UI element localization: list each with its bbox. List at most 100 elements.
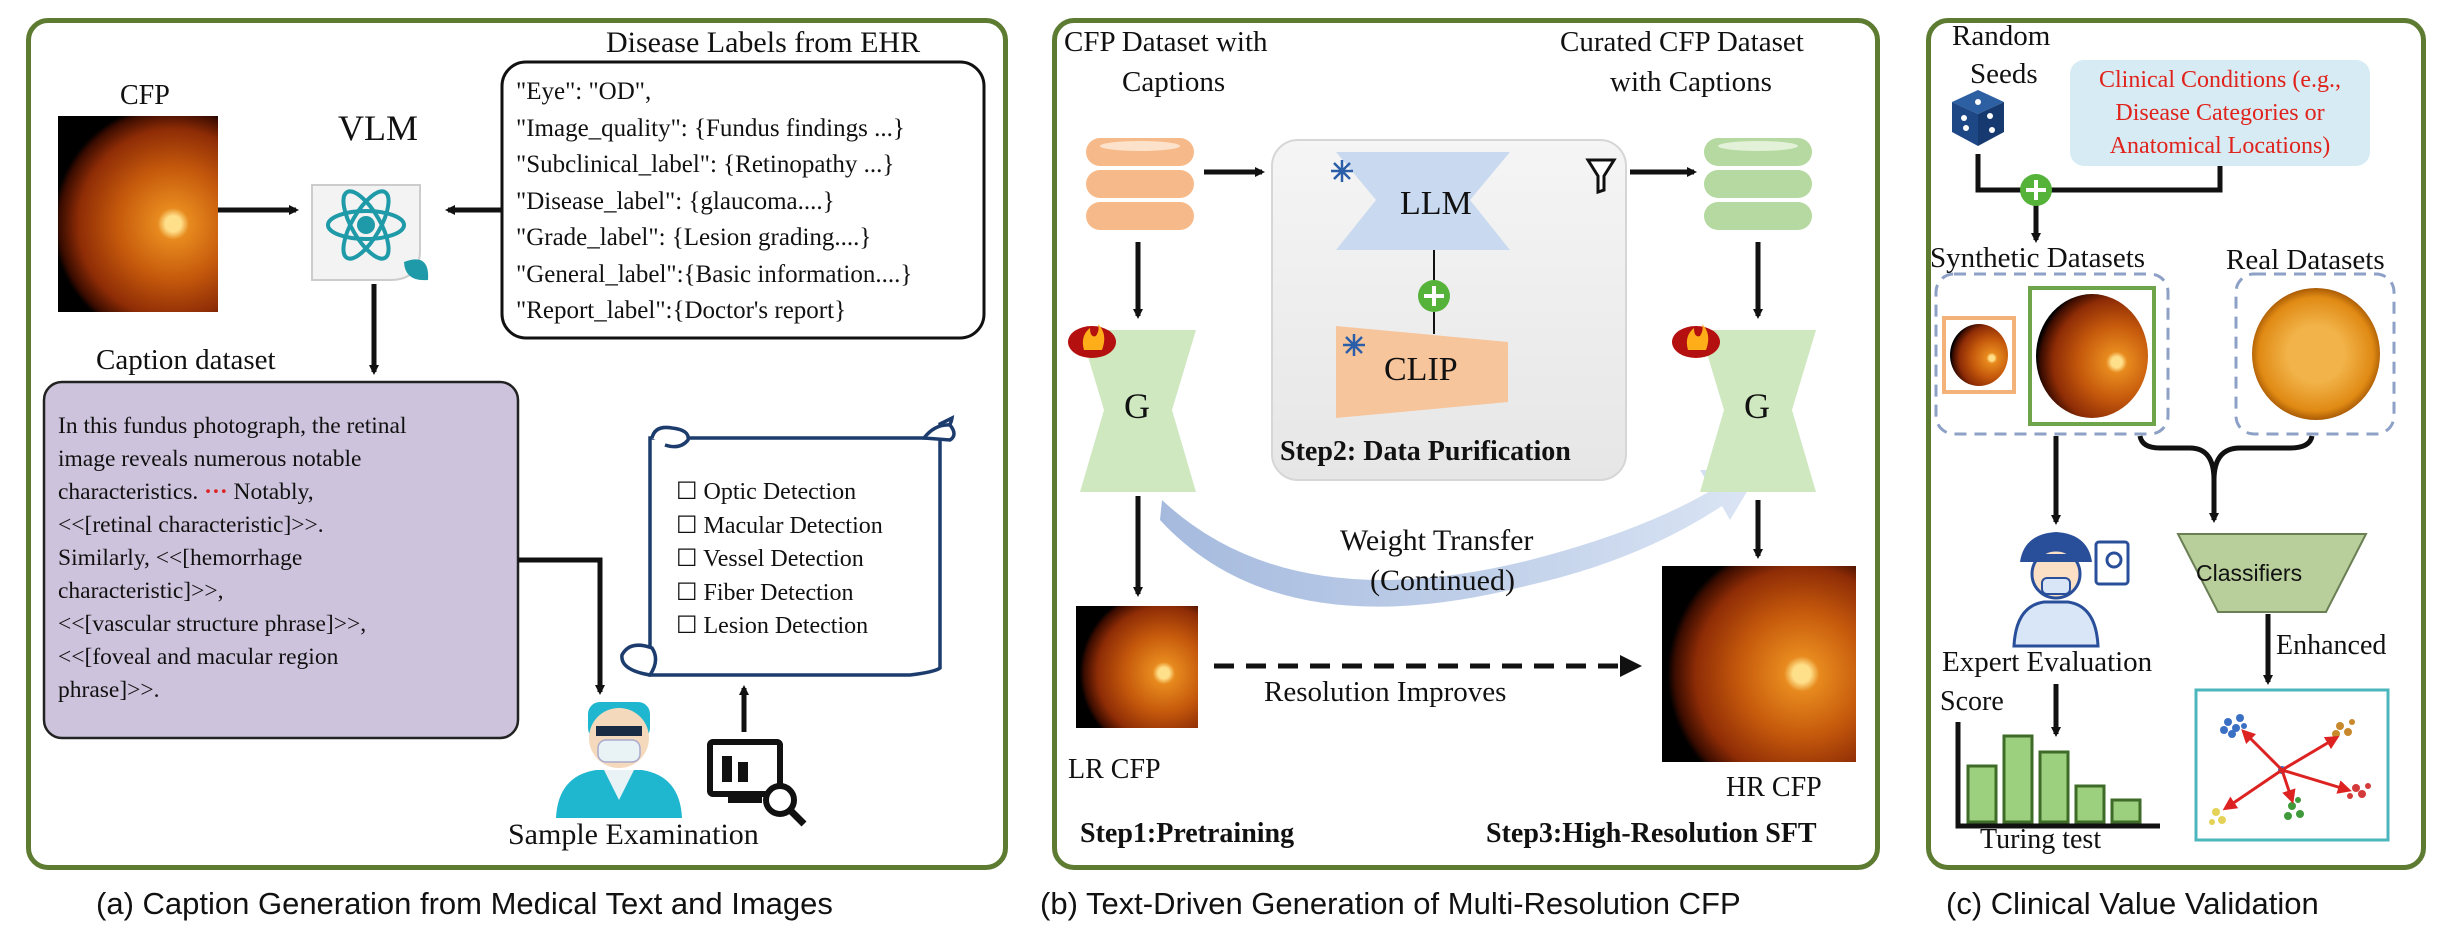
checklist-item: ☐ Vessel Detection [676, 546, 864, 572]
funnel-icon [1585, 158, 1617, 195]
ehr-box [500, 60, 986, 340]
random-seeds-line1: Random [1952, 20, 2051, 52]
ehr-line: "Disease_label": {glaucoma....} [516, 187, 835, 215]
checklist: ☐ Optic Detection ☐ Macular Detection ☐ … [676, 476, 883, 644]
conditions-line: Anatomical Locations) [2109, 133, 2331, 159]
resolution-label: Resolution Improves [1264, 676, 1507, 708]
panel-c-arrows [2051, 435, 2315, 737]
caption-panel-a: (a) Caption Generation from Medical Text… [96, 886, 833, 921]
expert-evaluation-label: Expert Evaluation [1942, 646, 2153, 678]
fire-icon [1672, 324, 1720, 358]
panel-a [26, 18, 1008, 870]
turing-test-label: Turing test [1980, 824, 2102, 855]
doctor-icon [556, 702, 682, 818]
generator-label-left: G [1124, 386, 1150, 426]
fire-icon [1068, 324, 1116, 358]
curated-label-line1: Curated CFP Dataset [1560, 26, 1804, 58]
classifiers-label: Classifiers [2196, 560, 2303, 586]
step1-label: Step1:Pretraining [1080, 818, 1295, 849]
caption-panel-c: (c) Clinical Value Validation [1946, 886, 2319, 921]
generator-g-right [1700, 330, 1816, 492]
lr-cfp-label: LR CFP [1068, 754, 1161, 785]
generator-label-right: G [1744, 386, 1770, 426]
caption-line: characteristics. ··· Notably, [58, 476, 407, 509]
database-icon [1704, 138, 1812, 230]
dataset-label-line2: Captions [1122, 66, 1226, 98]
checklist-item: ☐ Fiber Detection [676, 579, 854, 606]
fundus-image-lr [1076, 606, 1198, 728]
clip-block [1336, 326, 1508, 418]
panel-c [1926, 18, 2426, 870]
step2-label: Step2: Data Purification [1280, 436, 1571, 467]
dice-icon [1952, 90, 2004, 146]
ellipsis: ··· [204, 479, 228, 505]
caption-line: <<[foveal and macular region [58, 644, 339, 670]
conditions-box [2070, 60, 2370, 166]
synthetic-dataset-box [1934, 272, 2170, 436]
conditions-line: Disease Categories or [2115, 100, 2325, 126]
clip-label: CLIP [1384, 351, 1458, 388]
ehr-line: "Grade_label": {Lesion grading....} [516, 224, 872, 251]
caption-line-part: characteristics. [58, 479, 199, 505]
random-seeds-line2: Seeds [1970, 58, 2038, 90]
ehr-line: "Image_quality": {Fundus findings ...} [516, 114, 905, 142]
panel-b-arrows [1133, 167, 1763, 677]
caption-line: characteristic]>>, [58, 578, 224, 604]
ehr-line: "Eye": "OD", [516, 78, 652, 105]
step3-label: Step3:High-Resolution SFT [1486, 818, 1817, 849]
database-icon [1086, 138, 1194, 230]
panel-b [1052, 18, 1880, 870]
caption-line: In this fundus photograph, the retinal [58, 413, 407, 439]
conditions-line: Clinical Conditions (e.g., [2099, 67, 2341, 93]
plus-icon [2020, 174, 2052, 206]
plus-icon [1418, 280, 1450, 312]
fundus-image-cfp [58, 116, 218, 312]
panel-c-join [1975, 154, 2223, 243]
caption-line: <<[retinal characteristic]>>. [58, 512, 324, 538]
fundus-image-synthetic-large [2036, 294, 2148, 418]
cfp-label: CFP [120, 80, 170, 111]
sample-examination-label: Sample Examination [508, 818, 759, 851]
weight-transfer-arrow [1160, 470, 1760, 607]
fundus-image-synthetic-small [1950, 324, 2008, 386]
caption-dataset-title: Caption dataset [96, 344, 276, 376]
computer-magnifier-icon [707, 739, 807, 827]
weight-transfer-continued: (Continued) [1370, 564, 1515, 597]
caption-line-part: Notably, [233, 479, 314, 505]
checklist-item: ☐ Macular Detection [676, 512, 883, 539]
weight-transfer-label: Weight Transfer [1340, 524, 1534, 557]
ehr-line: "General_label":{Basic information....} [516, 260, 913, 288]
synthetic-datasets-label: Synthetic Datasets [1930, 242, 2146, 274]
ehr-line: "Report_label":{Doctor's report} [516, 297, 847, 324]
enhanced-label: Enhanced [2276, 630, 2387, 661]
ehr-title: Disease Labels from EHR [606, 26, 921, 59]
ehr-lines: "Eye": "OD", "Image_quality": {Fundus fi… [516, 74, 912, 330]
expert-doctor-icon [2012, 532, 2130, 648]
caption-text: In this fundus photograph, the retinal i… [58, 410, 407, 707]
hr-cfp-label: HR CFP [1726, 772, 1822, 803]
classifiers-block [2176, 533, 2368, 613]
caption-line: Similarly, <<[hemorrhage [58, 545, 303, 571]
scatter-plot-icon [2194, 688, 2390, 842]
generator-g-left [1080, 330, 1196, 492]
real-datasets-label: Real Datasets [2226, 244, 2385, 276]
curated-label-line2: with Captions [1610, 66, 1772, 98]
llm-block [1336, 152, 1510, 250]
caption-panel-b: (b) Text-Driven Generation of Multi-Reso… [1040, 886, 1741, 921]
turing-bar-chart [1955, 722, 2160, 829]
panel-a-arrows [216, 205, 749, 732]
ehr-line: "Subclinical_label": {Retinopathy ...} [516, 151, 895, 178]
snowflake-icon [1343, 334, 1365, 356]
llm-label: LLM [1400, 185, 1472, 222]
score-label: Score [1940, 686, 2004, 717]
caption-line: image reveals numerous notable [58, 446, 362, 472]
atom-vlm-icon [311, 184, 429, 281]
caption-line: <<[vascular structure phrase]>>, [58, 611, 367, 637]
snowflake-icon [1331, 160, 1353, 182]
checklist-item: ☐ Lesion Detection [676, 613, 869, 639]
fundus-image-hr [1662, 566, 1856, 762]
dataset-label-line1: CFP Dataset with [1064, 26, 1268, 58]
conditions-text: Clinical Conditions (e.g., Disease Categ… [2070, 64, 2370, 163]
checklist-item: ☐ Optic Detection [676, 479, 857, 505]
